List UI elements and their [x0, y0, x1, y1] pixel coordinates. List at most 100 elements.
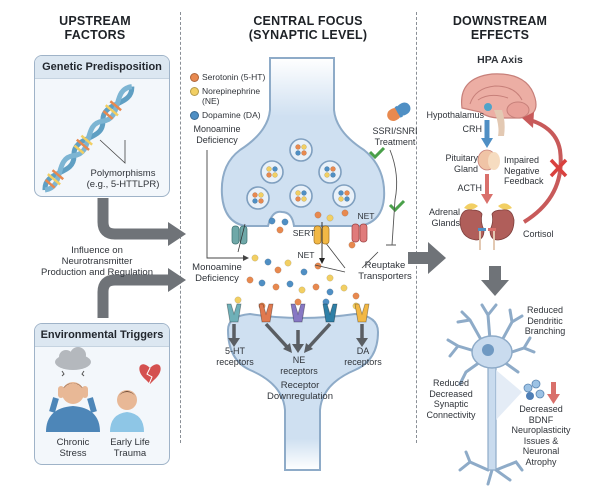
adrenal-line2: Glands: [431, 217, 460, 228]
divider-right: [416, 12, 417, 443]
legend-serotonin-label: Serotonin (5-HT): [202, 72, 266, 82]
md-bottom-line1: Monoamine: [192, 262, 242, 273]
neurotransmitter-dot: [326, 214, 334, 222]
neurotransmitter-dot: [348, 241, 356, 249]
acth-label: ACTH: [457, 183, 483, 193]
neurotransmitter-dot: [281, 218, 289, 226]
reuptake-line1: Reuptake: [364, 260, 406, 271]
polymorphisms-label: Polymorphisms (e.g., 5-HTTLPR): [78, 168, 168, 190]
cortisol-label: Cortisol: [523, 229, 554, 239]
synaptic-line1: Reduced: [432, 378, 470, 388]
neurotransmitter-dot: [312, 283, 320, 291]
chronic-stress-label: Chronic Stress: [48, 437, 98, 459]
monoamine-deficiency-top-label: Monoamine Deficiency: [184, 124, 250, 145]
synaptic-vesicle: [246, 186, 270, 210]
ne-receptors-label: NE receptors: [276, 355, 322, 376]
neuron-nucleus: [482, 344, 494, 356]
neurotransmitter-dot: [286, 280, 294, 288]
neurotransmitter-dot: [300, 268, 308, 276]
synaptic-line3: Synaptic: [433, 399, 469, 409]
dendritic-branching-label: Reduced Dendritic Branching: [516, 305, 574, 337]
serotonin-dot-icon: [190, 73, 199, 82]
genetic-arrowhead: [168, 222, 186, 246]
crh-label: CRH: [462, 124, 483, 134]
genetic-to-synapse-arrow: [97, 198, 170, 240]
central-title-line2: (SYNAPTIC LEVEL): [248, 28, 368, 42]
hpa-axis-title: HPA Axis: [477, 54, 523, 66]
postsynaptic-receptor: [290, 303, 306, 323]
da-receptors-line1: DA: [356, 346, 370, 356]
postsynaptic-receptor: [322, 303, 338, 323]
chronic-stress-line2: Stress: [59, 448, 87, 459]
downstream-title-line1: DOWNSTREAM: [452, 14, 548, 28]
influence-line1: Influence on: [71, 245, 123, 256]
downregulation-line1: Receptor: [280, 380, 320, 391]
check-mark-icon-2: [388, 199, 406, 213]
downstream-down-arrow: [489, 266, 501, 282]
genetic-panel-title: Genetic Predisposition: [35, 56, 169, 79]
central-title-line1: CENTRAL FOCUS: [253, 14, 363, 28]
upstream-column-title: UPSTREAM FACTORS: [40, 14, 150, 42]
central-column-title: CENTRAL FOCUS (SYNAPTIC LEVEL): [238, 14, 378, 42]
legend-dopamine: Dopamine (DA): [190, 110, 261, 120]
influence-line2: Neurotransmitter: [61, 256, 133, 267]
legend-ne-line1: Norepinephrine: [202, 86, 261, 96]
neurotransmitter-dot: [274, 266, 282, 274]
environmental-triggers-panel: Environmental Triggers: [34, 323, 170, 465]
receptor-downregulation-label: Receptor Downregulation: [262, 380, 338, 402]
da-receptors-label: DA receptors: [340, 346, 386, 367]
neurotransmitter-dot: [258, 302, 266, 310]
reuptake-transporters-label: Reuptake Transporters: [352, 260, 418, 282]
pituitary-line1: Pituitary: [445, 153, 478, 163]
neuron-soma: [471, 335, 513, 369]
neurotransmitter-dot: [326, 288, 334, 296]
downstream-column-title: DOWNSTREAM EFFECTS: [440, 14, 560, 42]
legend-dopamine-label: Dopamine (DA): [202, 110, 261, 120]
decrease-arrow-icon: [547, 382, 560, 404]
impaired-line3: Feedback: [504, 176, 544, 186]
postsynaptic-receptor: [354, 303, 370, 323]
impaired-feedback-label: Impaired Negative Feedback: [504, 155, 554, 187]
md-top-line1: Monoamine: [193, 124, 241, 134]
monoamine-deficiency-bottom-label: Monoamine Deficiency: [184, 262, 250, 284]
postsynaptic-receptor: [258, 303, 274, 323]
divider-left: [180, 12, 181, 443]
neurotransmitter-dot: [284, 259, 292, 267]
environmental-panel-title: Environmental Triggers: [35, 324, 169, 347]
synaptic-vesicle: [289, 184, 313, 208]
legend-norepinephrine-label: Norepinephrine(NE): [202, 86, 260, 106]
adrenal-line1: Adrenal: [428, 207, 460, 217]
da-receptors-line2: receptors: [344, 356, 382, 367]
neurotransmitter-dot: [258, 279, 266, 287]
synaptic-vesicle: [289, 138, 313, 162]
chronic-stress-line1: Chronic: [56, 437, 90, 448]
bdnf-line4: Issues &: [523, 435, 559, 446]
net-bottom-label: NET: [297, 250, 315, 260]
bdnf-molecule-icon: [523, 379, 545, 400]
downstream-title-line2: EFFECTS: [470, 28, 530, 42]
bdnf-line2: BDNF: [528, 414, 554, 425]
neurotransmitter-dot: [272, 283, 280, 291]
polymorphisms-line1: Polymorphisms: [90, 168, 156, 179]
net-transporter-icon: [351, 223, 368, 243]
neurotransmitter-dot: [314, 211, 322, 219]
impaired-line1: Impaired: [504, 155, 540, 165]
synaptic-vesicle: [318, 160, 342, 184]
pituitary-gland-label: Pituitary Gland: [420, 153, 478, 174]
bdnf-line6: Atrophy: [525, 456, 557, 467]
treatment-line2: Treatment: [374, 136, 416, 147]
norepinephrine-dot-icon: [190, 87, 199, 96]
neurotransmitter-dot: [352, 302, 360, 310]
adrenal-glands-label: Adrenal Glands: [416, 207, 460, 228]
upstream-title-line1: UPSTREAM: [59, 14, 131, 28]
dendritic-line3: Branching: [524, 326, 566, 336]
synaptic-vesicle: [260, 160, 284, 184]
early-life-trauma-line2: Trauma: [113, 448, 147, 459]
monoamine-channel-icon: [231, 223, 248, 253]
5ht-receptors-line2: receptors: [216, 356, 254, 367]
influence-label: Influence on Neurotransmitter Production…: [22, 245, 172, 278]
polymorphisms-line2: (e.g., 5-HTTLPR): [86, 179, 160, 190]
dopamine-dot-icon: [190, 111, 199, 120]
impaired-line2: Negative: [504, 165, 540, 176]
early-life-trauma-line1: Early Life: [110, 437, 150, 448]
